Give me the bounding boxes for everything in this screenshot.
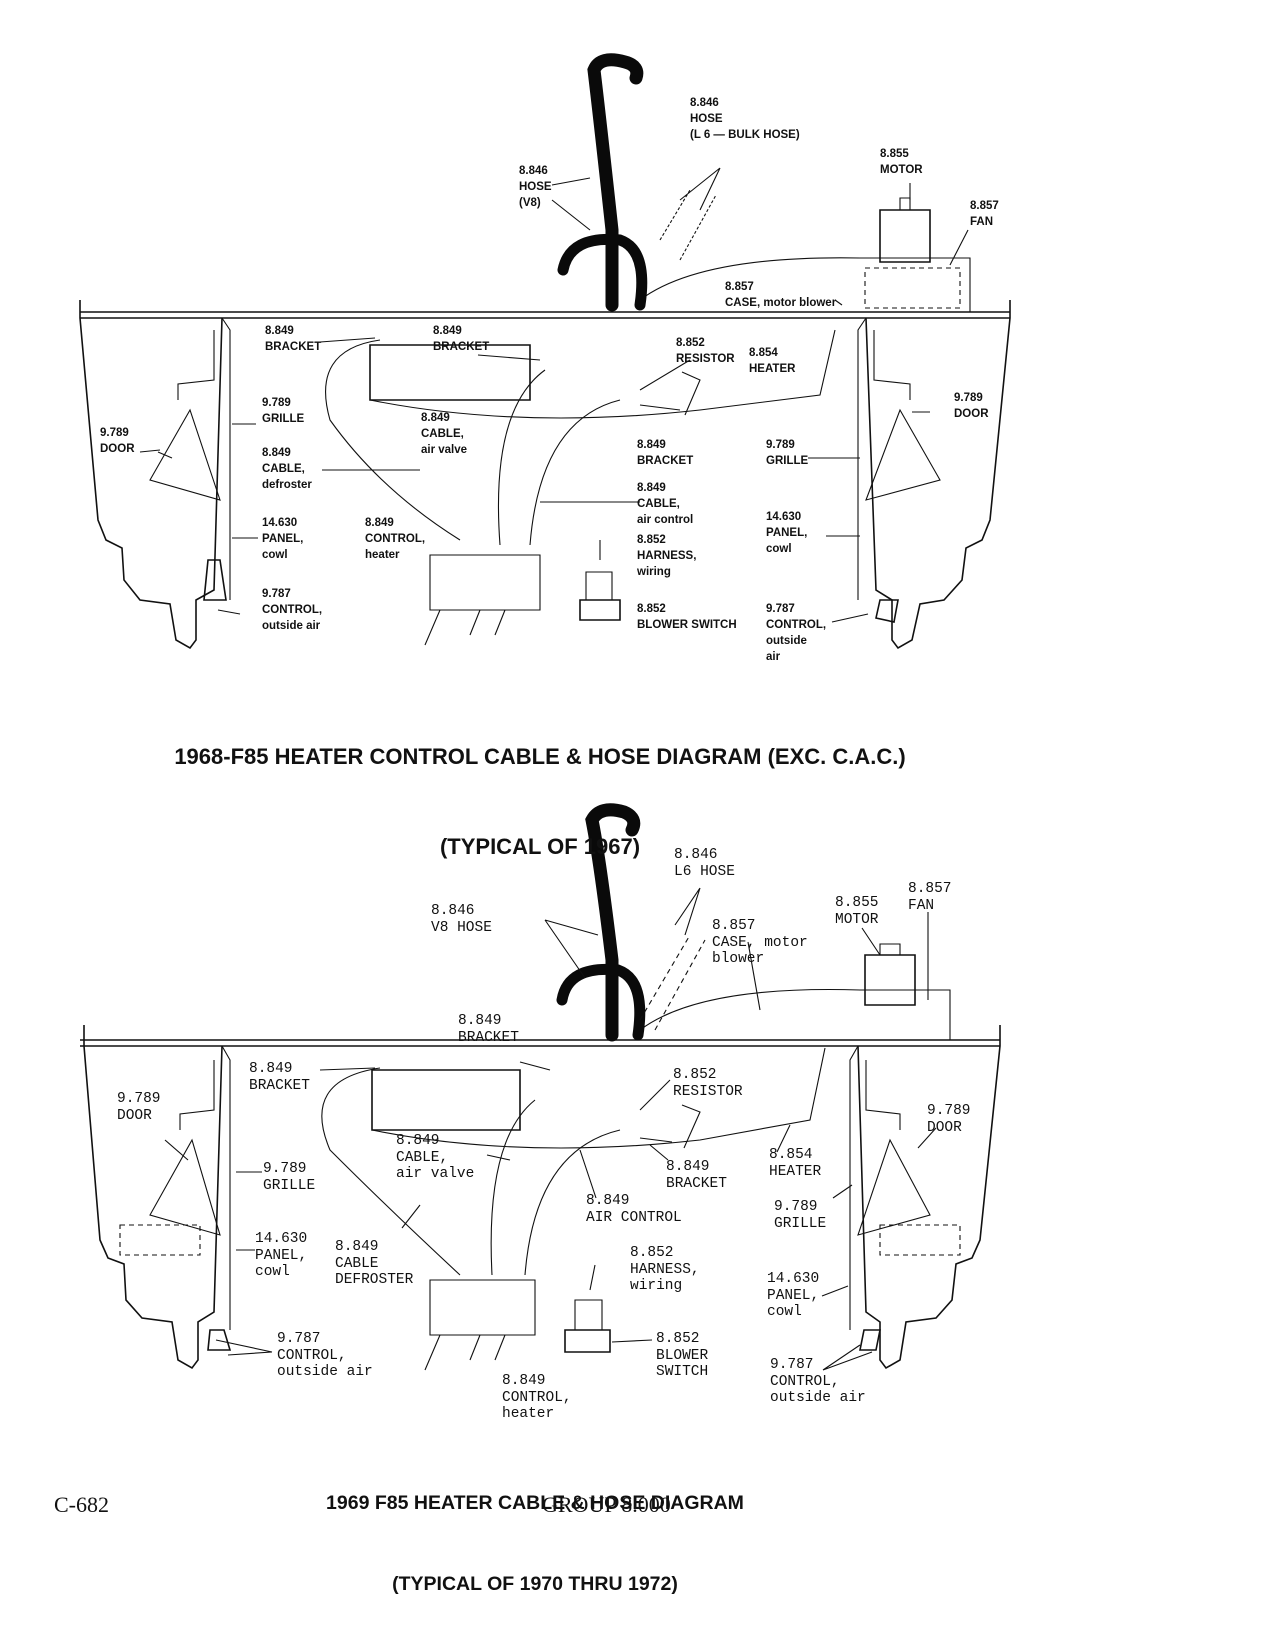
diagram1-art bbox=[79, 53, 1011, 650]
d1-left-cowl bbox=[79, 300, 223, 650]
d1-label-fan: 8.857 FAN bbox=[970, 200, 999, 228]
d1-label-control-outside-air-right: 9.787 CONTROL, outside air bbox=[766, 603, 827, 663]
d1-heater-control bbox=[429, 554, 541, 611]
d1-label-grille-right: 9.789 GRILLE bbox=[766, 439, 809, 467]
d1-label-cable-air-valve: 8.849 CABLE, air valve bbox=[421, 412, 468, 456]
d1-label-blower-switch: 8.852 BLOWER SWITCH bbox=[637, 603, 737, 631]
d1-label-cable-defroster: 8.849 CABLE, defroster bbox=[262, 447, 312, 491]
d1-caption-line2: (TYPICAL OF 1967) bbox=[439, 834, 641, 859]
d1-label-case: 8.857 CASE, motor blower bbox=[725, 281, 837, 309]
d2-label-air-control: 8.849 AIR CONTROL bbox=[586, 1193, 682, 1226]
d1-l6-bulk-hose bbox=[659, 189, 717, 261]
leader-lines bbox=[157, 167, 969, 1371]
d1-caption: 1968-F85 HEATER CONTROL CABLE & HOSE DIA… bbox=[120, 682, 960, 892]
d2-label-blower-switch: 8.852 BLOWER SWITCH bbox=[656, 1331, 709, 1380]
d1-label-control-outside-air-left: 9.787 CONTROL, outside air bbox=[262, 588, 323, 632]
d1-label-door-left: 9.789 DOOR bbox=[100, 427, 135, 455]
d1-right-cowl bbox=[865, 300, 1011, 650]
d1-v8-hose-return bbox=[557, 233, 648, 311]
d1-label-bracket-mid: 8.849 BRACKET bbox=[433, 325, 490, 353]
d2-label-panel-cowl-left: 14.630 PANEL, cowl bbox=[255, 1231, 308, 1280]
d1-blower-motor bbox=[879, 209, 931, 263]
d2-label-grille-left: 9.789 GRILLE bbox=[263, 1161, 316, 1194]
d2-label-bracket-left: 8.849 BRACKET bbox=[249, 1061, 310, 1094]
d1-blower-case bbox=[639, 257, 971, 312]
d1-v8-hose bbox=[587, 53, 644, 312]
d2-blower-motor bbox=[864, 954, 916, 1006]
d2-label-v8-hose: 8.846 V8 HOSE bbox=[431, 903, 492, 936]
d2-label-door-right: 9.789 DOOR bbox=[927, 1103, 971, 1136]
d1-label-grille-left: 9.789 GRILLE bbox=[262, 397, 305, 425]
d2-label-cable-defroster: 8.849 CABLE DEFROSTER bbox=[335, 1239, 414, 1288]
d1-label-door-right: 9.789 DOOR bbox=[954, 392, 989, 420]
d2-label-motor: 8.855 MOTOR bbox=[835, 895, 879, 928]
d2-label-heater: 8.854 HEATER bbox=[769, 1147, 822, 1180]
d2-v8-hose bbox=[585, 803, 641, 1042]
d1-right-control-knob bbox=[875, 599, 899, 623]
d2-blower-case bbox=[639, 988, 951, 1040]
d2-air-control-cable bbox=[524, 1129, 621, 1276]
d1-air-valve-cable bbox=[497, 369, 546, 546]
d1-left-control-knob bbox=[203, 559, 227, 601]
d1-label-panel-cowl-left: 14.630 PANEL, cowl bbox=[262, 517, 304, 561]
d2-heater-core bbox=[371, 1069, 521, 1131]
d1-label-motor: 8.855 MOTOR bbox=[880, 148, 923, 176]
d1-caption-line1: 1968-F85 HEATER CONTROL CABLE & HOSE DIA… bbox=[174, 744, 906, 769]
d1-label-hose-v8: 8.846 HOSE (V8) bbox=[519, 165, 552, 209]
d2-label-harness: 8.852 HARNESS, wiring bbox=[630, 1245, 700, 1294]
d2-label-fan: 8.857 FAN bbox=[908, 881, 952, 914]
d2-l6-hose bbox=[639, 934, 706, 1031]
d1-label-hose-l6: 8.846 HOSE (L 6 — BULK HOSE) bbox=[690, 97, 800, 141]
d1-blower-switch bbox=[579, 599, 621, 621]
d2-caption: 1969 F85 HEATER CABLE & HOSE DIAGRAM (TY… bbox=[250, 1436, 820, 1625]
d2-blower-switch bbox=[564, 1329, 611, 1353]
d2-left-cowl bbox=[83, 1025, 223, 1370]
diagram2-art bbox=[80, 803, 1001, 1371]
d2-label-control-outside-air-left: 9.787 CONTROL, outside air bbox=[277, 1331, 373, 1380]
d1-defroster-cable bbox=[325, 339, 461, 541]
d2-label-control-heater: 8.849 CONTROL, heater bbox=[502, 1373, 572, 1422]
d2-right-outside-air-door bbox=[879, 1224, 961, 1256]
page-number: C-682 bbox=[54, 1492, 109, 1517]
d1-label-panel-cowl-right: 14.630 PANEL, cowl bbox=[766, 511, 808, 555]
d2-caption-line2: (TYPICAL OF 1970 THRU 1972) bbox=[392, 1573, 678, 1595]
d2-label-door-left: 9.789 DOOR bbox=[117, 1091, 161, 1124]
d2-heater-control bbox=[429, 1279, 536, 1336]
d2-right-cowl bbox=[857, 1025, 1001, 1370]
d2-label-bracket-lower: 8.849 BRACKET bbox=[666, 1159, 727, 1192]
d2-label-resistor: 8.852 RESISTOR bbox=[673, 1067, 743, 1100]
d2-label-l6-hose: 8.846 L6 HOSE bbox=[674, 847, 735, 880]
d2-air-valve-cable bbox=[490, 1099, 536, 1276]
d2-label-panel-cowl-right: 14.630 PANEL, cowl bbox=[767, 1271, 820, 1320]
d2-defroster-cable bbox=[321, 1067, 461, 1276]
d1-label-bracket-lower: 8.849 BRACKET bbox=[637, 439, 694, 467]
group-label: GROUP 8.000 bbox=[542, 1492, 671, 1517]
d1-air-control-cable bbox=[529, 399, 621, 546]
d1-heater-core bbox=[369, 344, 531, 401]
d2-left-outside-air-door bbox=[119, 1224, 201, 1256]
d2-caption-line1: 1969 F85 HEATER CABLE & HOSE DIAGRAM bbox=[326, 1492, 744, 1514]
d1-label-control-heater: 8.849 CONTROL, heater bbox=[365, 517, 426, 561]
d1-label-bracket-left: 8.849 BRACKET bbox=[265, 325, 322, 353]
d2-label-control-outside-air-right: 9.787 CONTROL, outside air bbox=[770, 1357, 866, 1406]
d2-label-case: 8.857 CASE, motor blower bbox=[712, 918, 808, 967]
d1-label-heater: 8.854 HEATER bbox=[749, 347, 796, 375]
d2-label-grille-right: 9.789 GRILLE bbox=[774, 1199, 827, 1232]
d1-label-cable-air-control: 8.849 CABLE, air control bbox=[637, 482, 694, 526]
d1-label-resistor: 8.852 RESISTOR bbox=[676, 337, 735, 365]
d1-label-harness: 8.852 HARNESS, wiring bbox=[637, 534, 697, 578]
d2-label-bracket-top: 8.849 BRACKET bbox=[458, 1013, 519, 1046]
d2-label-cable-air-valve: 8.849 CABLE, air valve bbox=[396, 1133, 475, 1182]
d2-v8-hose-return bbox=[556, 963, 646, 1041]
